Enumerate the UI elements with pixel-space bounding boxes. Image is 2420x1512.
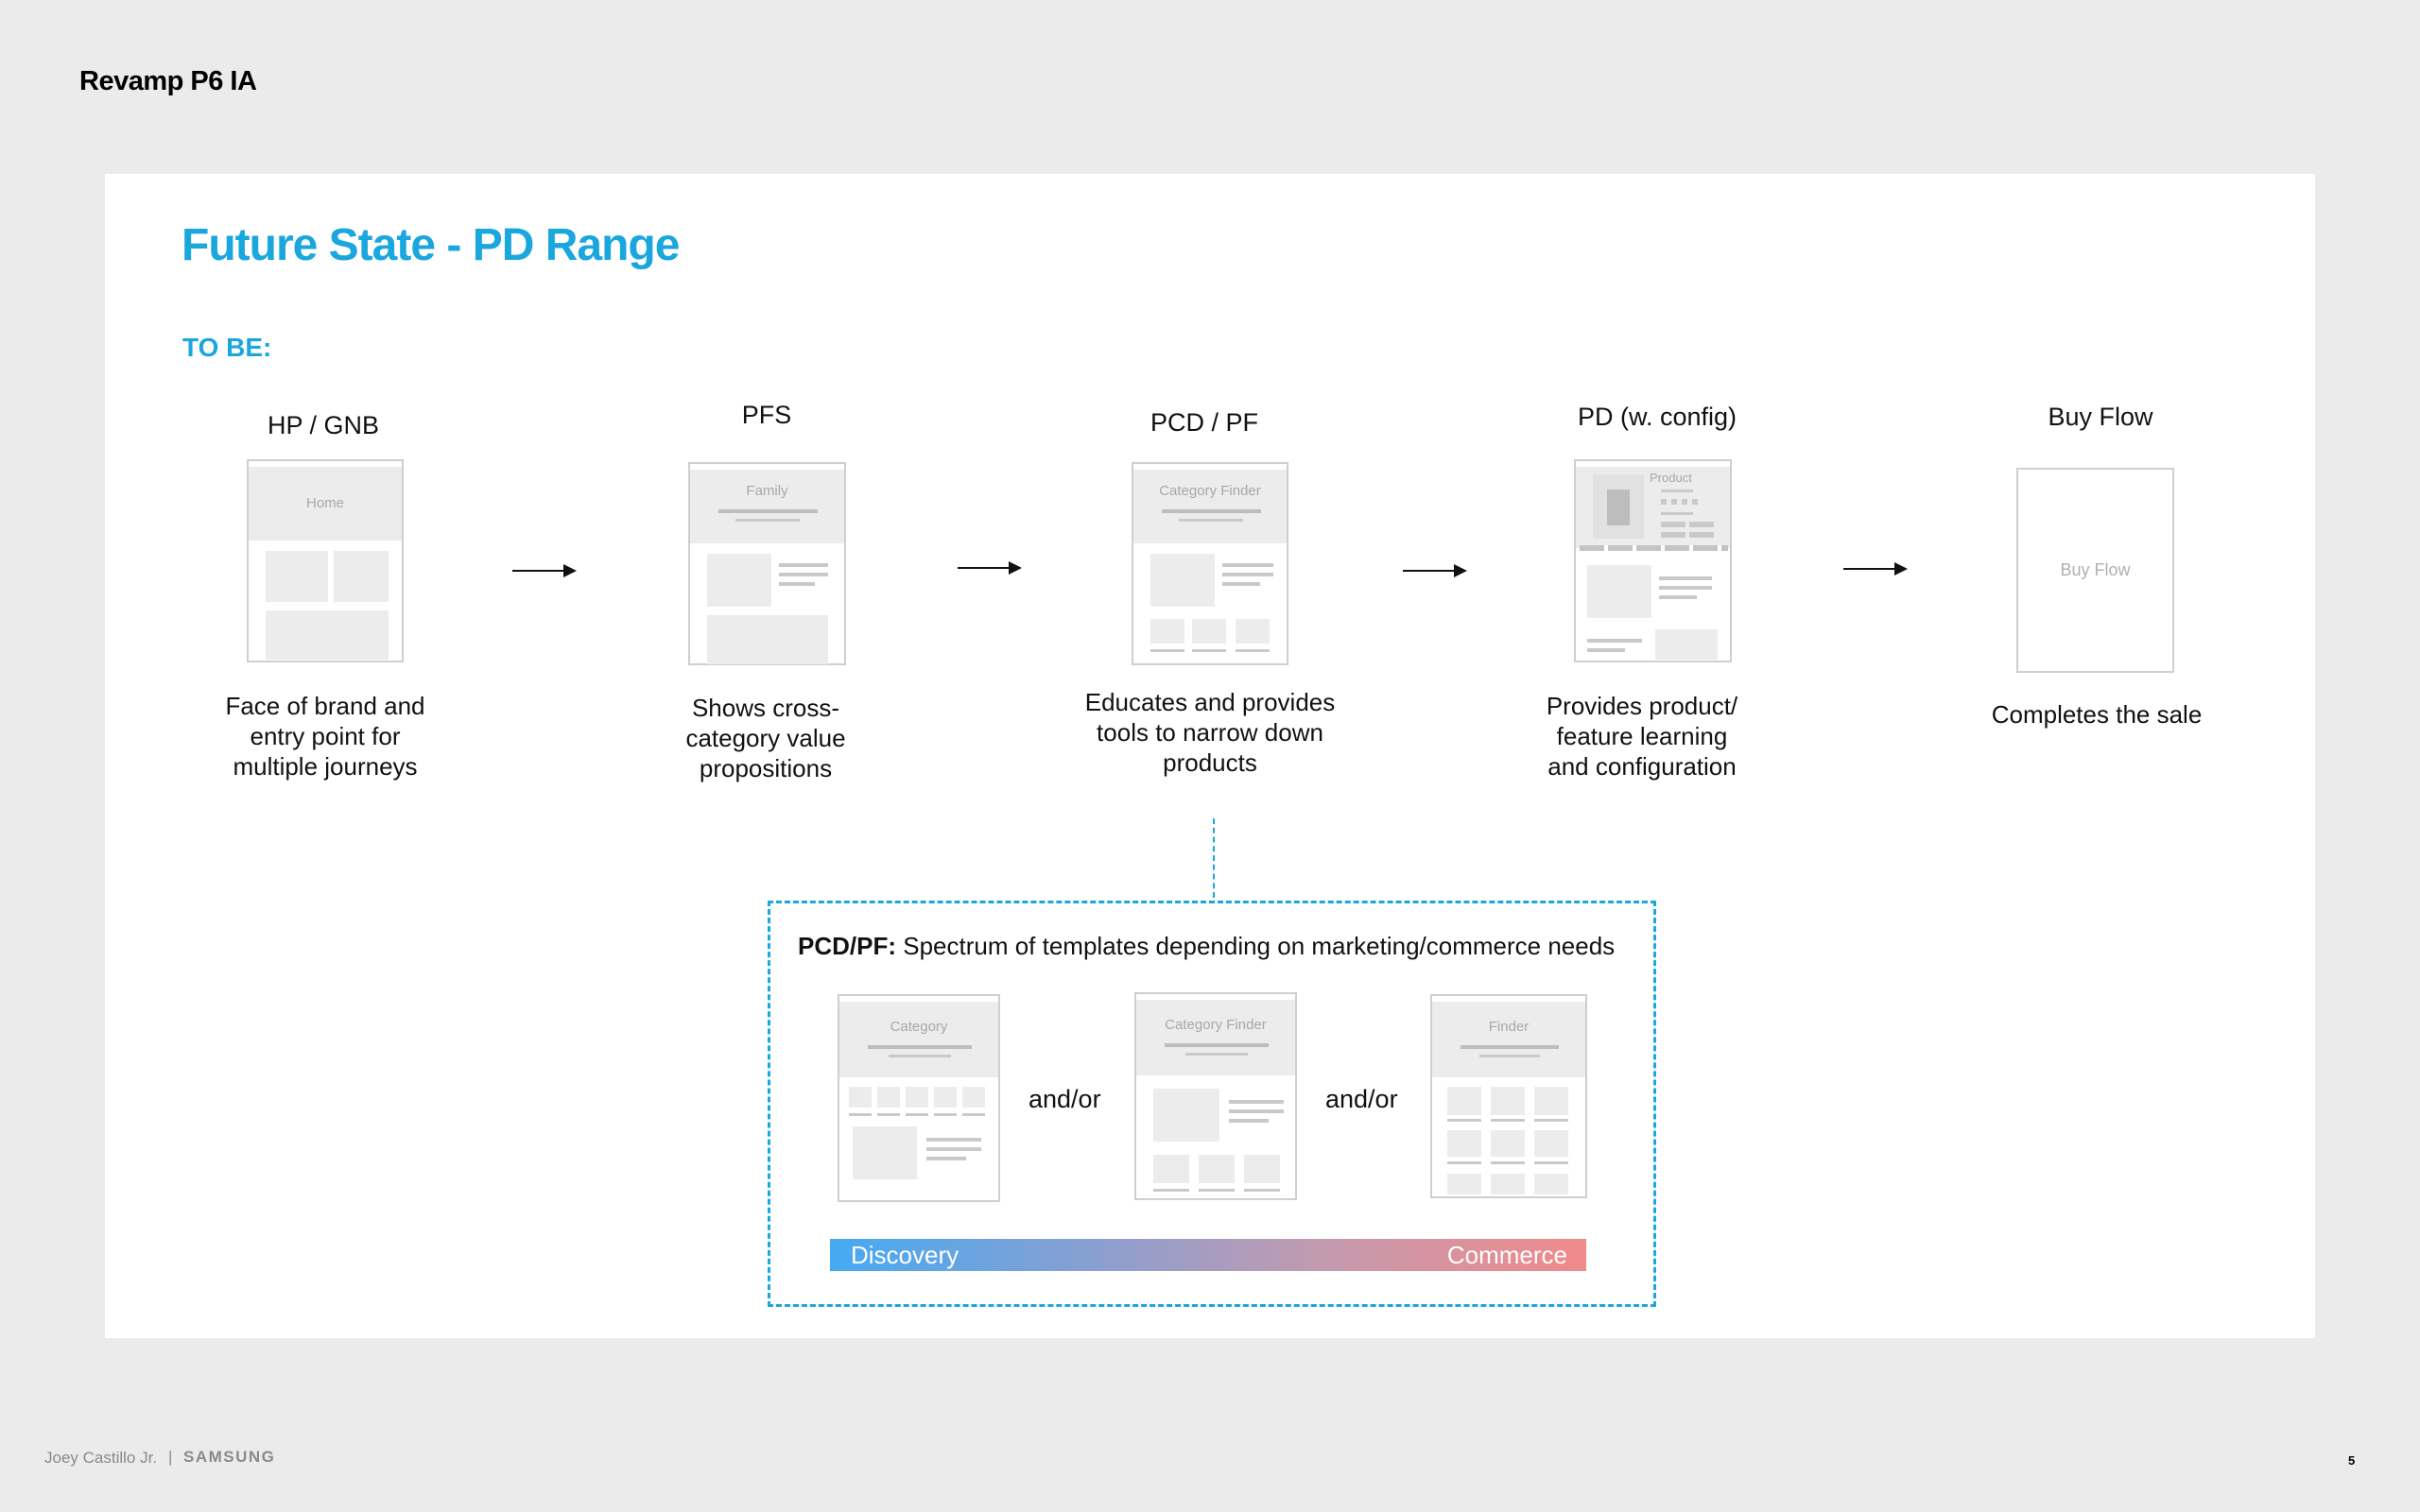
andor-2: and/or (1325, 1085, 1398, 1113)
step-desc-hp: Face of brand and entry point for multip… (225, 692, 425, 781)
arrow-3 (1403, 564, 1467, 577)
template-finder: Finder (1430, 994, 1587, 1198)
spectrum-commerce-label: Commerce (1446, 1241, 1567, 1269)
spectrum-heading: PCD/PF: Spectrum of templates depending … (798, 932, 1615, 961)
wireframe-product: Product (1574, 459, 1732, 662)
footer-separator: | (168, 1448, 173, 1466)
arrow-1 (512, 564, 577, 577)
wireframe-family: Family (688, 462, 846, 665)
footer-author: Joey Castillo Jr. (44, 1449, 158, 1467)
template-finder-text: Finder (1488, 1019, 1530, 1035)
spectrum-bar: Discovery Commerce (830, 1239, 1586, 1271)
dashed-connector (1213, 818, 1215, 898)
step-label-pcd: PCD / PF (1150, 408, 1258, 437)
wireframe-product-text: Product (1650, 471, 1692, 485)
step-label-buyflow: Buy Flow (2048, 403, 2153, 431)
wireframe-home-text: Home (305, 495, 344, 511)
step-desc-pfs: Shows cross- category value propositions (685, 694, 846, 782)
step-desc-pd: Provides product/ feature learning and c… (1546, 692, 1738, 781)
template-category-text: Category (890, 1019, 948, 1035)
arrow-4 (1843, 562, 1908, 576)
wireframe-buy-flow: Buy Flow (2016, 468, 2174, 673)
template-category-finder-text: Category Finder (1165, 1017, 1267, 1033)
step-label-hp: HP / GNB (267, 411, 380, 439)
spectrum-heading-bold: PCD/PF: (798, 932, 896, 960)
subtitle-to-be: TO BE: (182, 333, 272, 362)
spectrum-heading-rest: Spectrum of templates depending on marke… (896, 932, 1616, 960)
step-label-pd: PD (w. config) (1577, 403, 1737, 431)
wireframe-category-finder-text: Category Finder (1159, 483, 1261, 499)
wireframe-buy-flow-text: Buy Flow (2060, 560, 2131, 579)
template-category: Category (838, 994, 1000, 1202)
spectrum-discovery-label: Discovery (851, 1241, 959, 1269)
template-category-finder: Category Finder (1134, 992, 1297, 1200)
andor-1: and/or (1028, 1085, 1101, 1113)
wireframe-home: Home (247, 459, 404, 662)
page-title: Future State - PD Range (182, 220, 680, 270)
spectrum-box (768, 901, 1656, 1307)
footer-brand-logo: SAMSUNG (183, 1448, 276, 1466)
page-number: 5 (2348, 1453, 2356, 1468)
step-desc-pcd: Educates and provides tools to narrow do… (1084, 688, 1336, 777)
step-label-pfs: PFS (741, 401, 792, 429)
header-title: Revamp P6 IA (79, 66, 257, 96)
step-desc-buyflow: Completes the sale (1991, 700, 2203, 729)
arrow-2 (958, 561, 1022, 575)
wireframe-category-finder: Category Finder (1132, 462, 1288, 665)
wireframe-family-text: Family (746, 483, 788, 499)
